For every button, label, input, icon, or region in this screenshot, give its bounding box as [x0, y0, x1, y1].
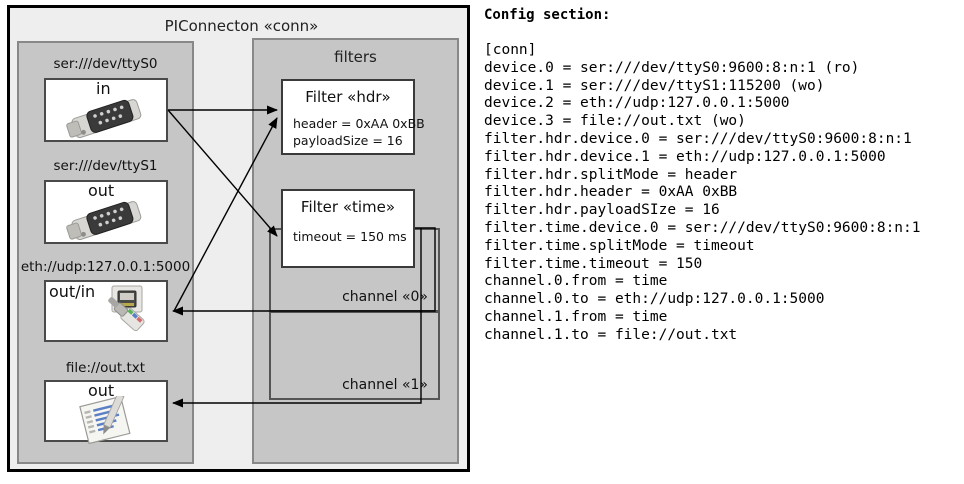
device-label-ttyS1: ser:///dev/ttyS1 — [53, 158, 158, 174]
config-line: device.1 = ser:///dev/ttyS1:115200 (wo) — [484, 77, 825, 94]
text-file-icon — [79, 396, 131, 444]
device-label-ttyS0: ser:///dev/ttyS0 — [53, 56, 158, 72]
filter-prop-hdr-payload: payloadSize = 16 — [293, 133, 403, 148]
serial-connector-icon — [66, 99, 142, 139]
filter-title-time: Filter «time» — [300, 198, 396, 216]
config-line: filter.time.splitMode = timeout — [484, 237, 755, 254]
channel-label-1: channel «1» — [342, 377, 428, 393]
diagram-title: PIConnecton «conn» — [164, 17, 319, 35]
filters-group-title: filters — [334, 48, 377, 66]
filter-title-hdr: Filter «hdr» — [305, 88, 391, 106]
config-line: channel.1.from = time — [484, 308, 668, 325]
device-direction-eth: out/in — [49, 282, 96, 301]
filter-box-time[interactable]: Filter «time» timeout = 150 ms — [281, 189, 415, 268]
config-line: device.0 = ser:///dev/ttyS0:9600:8:n:1 (… — [484, 59, 860, 76]
filter-prop-time-timeout: timeout = 150 ms — [293, 229, 407, 244]
config-line: channel.0.from = time — [484, 273, 668, 290]
filter-box-hdr[interactable]: Filter «hdr» header = 0xAA 0xBB payloadS… — [281, 79, 425, 155]
config-line: device.3 = file://out.txt (wo) — [484, 113, 746, 130]
config-line: channel.1.to = file://out.txt — [484, 326, 738, 343]
config-line: channel.0.to = eth://udp:127.0.0.1:5000 — [484, 291, 825, 308]
filter-prop-hdr-header: header = 0xAA 0xBB — [293, 116, 425, 131]
device-direction-ttyS0: in — [96, 79, 111, 98]
channel-box-1[interactable]: channel «1» — [269, 311, 440, 400]
config-line: filter.hdr.payloadSIze = 16 — [484, 202, 720, 219]
config-line: filter.hdr.device.0 = ser:///dev/ttyS0:9… — [484, 130, 912, 147]
channel-label-0: channel «0» — [342, 289, 428, 305]
config-line: filter.time.device.0 = ser:///dev/ttyS0:… — [484, 219, 921, 236]
config-line: filter.time.timeout = 150 — [484, 255, 703, 272]
ethernet-plug-icon — [108, 285, 145, 332]
architecture-diagram: PIConnecton «conn» ser:///dev/ttyS0 in s… — [0, 0, 478, 484]
config-line: filter.hdr.splitMode = header — [484, 166, 738, 183]
device-label-file: file://out.txt — [65, 360, 146, 376]
config-line: [conn] — [484, 42, 537, 58]
config-lines: [conn]device.0 = ser:///dev/ttyS0:9600:8… — [484, 42, 921, 345]
device-direction-ttyS1: out — [88, 181, 115, 200]
config-line: device.2 = eth://udp:127.0.0.1:5000 — [484, 95, 790, 112]
device-label-eth: eth://udp:127.0.0.1:5000 — [20, 259, 191, 275]
config-line: filter.hdr.device.1 = eth://udp:127.0.0.… — [484, 148, 886, 165]
config-panel: Config section: [conn]device.0 = ser:///… — [482, 0, 964, 484]
config-line: filter.hdr.header = 0xAA 0xBB — [484, 184, 738, 201]
serial-connector-icon — [66, 201, 142, 241]
device-box-eth[interactable] — [44, 280, 168, 342]
config-heading: Config section: — [484, 7, 611, 23]
device-direction-file: out — [88, 381, 115, 400]
